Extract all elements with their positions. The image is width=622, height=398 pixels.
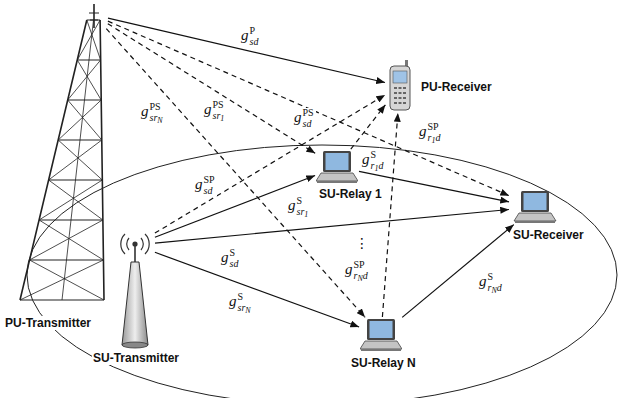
channel-gain-label: gPSsd <box>292 108 316 129</box>
subscript: srN <box>150 113 163 124</box>
channel-gain-label: gSsd <box>219 248 240 269</box>
subscript: r1d <box>371 161 384 172</box>
su-transmitter: SU-Transmitter <box>116 228 154 262</box>
nested-subscript: N <box>357 274 362 283</box>
channel-gain-label: gSPr1d <box>417 122 442 143</box>
channel-gain-label: gPsd <box>239 26 260 47</box>
subscript: sd <box>204 186 215 197</box>
channel-gain-label: gSPsd <box>193 175 217 196</box>
node-label: PU-Receiver <box>420 80 493 94</box>
interference-link <box>108 21 509 196</box>
interference-link <box>382 113 398 317</box>
superscript: PS <box>150 102 163 113</box>
index-stack: SPr1d <box>428 122 441 143</box>
channel-gain-label: gSPrNd <box>343 260 370 281</box>
pu-transmitter: PU-Transmitter <box>81 2 107 28</box>
index-stack: SrNd <box>488 272 502 293</box>
tower-antenna <box>81 2 107 28</box>
antenna-icon <box>116 228 154 262</box>
nested-subscript: 1 <box>304 210 308 219</box>
index-stack: Ssd <box>230 248 239 269</box>
laptop-icon <box>510 190 560 224</box>
su-receiver: SU-Receiver <box>510 190 560 224</box>
interference-link <box>155 95 385 233</box>
superscript: SP <box>428 122 441 133</box>
phone-icon <box>386 60 414 112</box>
superscript: S <box>230 248 239 259</box>
transmitter-mast <box>122 262 148 348</box>
subscript: sr1 <box>213 111 225 122</box>
superscript: SP <box>354 260 368 271</box>
subscript: rNd <box>488 283 502 294</box>
node-label: PU-Transmitter <box>4 316 92 330</box>
interference-link <box>106 29 365 318</box>
su-relay: SU-Relay N <box>360 318 402 352</box>
index-stack: Ssr1 <box>297 196 309 217</box>
superscript: P <box>250 26 259 37</box>
coverage-ellipse <box>27 145 617 398</box>
node-label: SU-Transmitter <box>92 351 180 365</box>
index-stack: SPsd <box>204 175 215 196</box>
channel-link <box>402 225 514 318</box>
superscript: S <box>238 292 251 303</box>
subscript: sd <box>250 37 259 48</box>
subscript: srN <box>238 303 251 314</box>
channel-gain-label: gSsr1 <box>286 196 310 217</box>
subscript: rNd <box>354 271 368 282</box>
channel-link <box>155 176 315 238</box>
index-stack: PSsr1 <box>213 100 225 121</box>
subscript: sd <box>303 119 314 130</box>
pu-receiver: PU-Receiver <box>386 60 414 112</box>
channel-link <box>155 210 509 244</box>
channel-gain-label: gPSsr1 <box>202 100 226 121</box>
node-label: SU-Receiver <box>512 228 585 242</box>
nested-subscript: 1 <box>374 164 378 173</box>
superscript: S <box>488 272 502 283</box>
nested-subscript: N <box>245 306 250 315</box>
channel-link <box>155 252 359 327</box>
interference-link <box>351 105 386 149</box>
superscript: SP <box>204 175 215 186</box>
index-stack: PSsrN <box>150 102 163 123</box>
nested-subscript: 1 <box>431 136 435 145</box>
superscript: PS <box>213 100 225 111</box>
node-label: SU-Relay 1 <box>318 187 383 201</box>
index-stack: Psd <box>250 26 259 47</box>
superscript: PS <box>303 108 314 119</box>
subscript: r1d <box>428 133 441 144</box>
subscript: sd <box>230 259 239 270</box>
nested-subscript: N <box>157 116 162 125</box>
laptop-icon <box>316 150 358 184</box>
superscript: S <box>297 196 309 207</box>
index-stack: Sr1d <box>371 150 384 171</box>
channel-gain-label: gSsrN <box>227 292 253 313</box>
su-relay: SU-Relay 1 <box>316 150 358 184</box>
interference-link <box>108 24 315 154</box>
ellipsis-label: ⋮ <box>355 236 369 250</box>
channel-gain-label: gPSsrN <box>139 102 165 123</box>
index-stack: SPrNd <box>354 260 368 281</box>
node-label: SU-Relay N <box>350 356 417 370</box>
lattice-tower <box>20 20 104 300</box>
superscript: S <box>371 150 384 161</box>
channel-gain-label: gSrNd <box>477 272 504 293</box>
index-stack: SsrN <box>238 292 251 313</box>
index-stack: PSsd <box>303 108 314 129</box>
subscript: sr1 <box>297 207 309 218</box>
nested-subscript: 1 <box>220 114 224 123</box>
laptop-icon <box>360 318 402 352</box>
nested-subscript: N <box>491 286 496 295</box>
channel-gain-label: gSr1d <box>360 150 385 171</box>
